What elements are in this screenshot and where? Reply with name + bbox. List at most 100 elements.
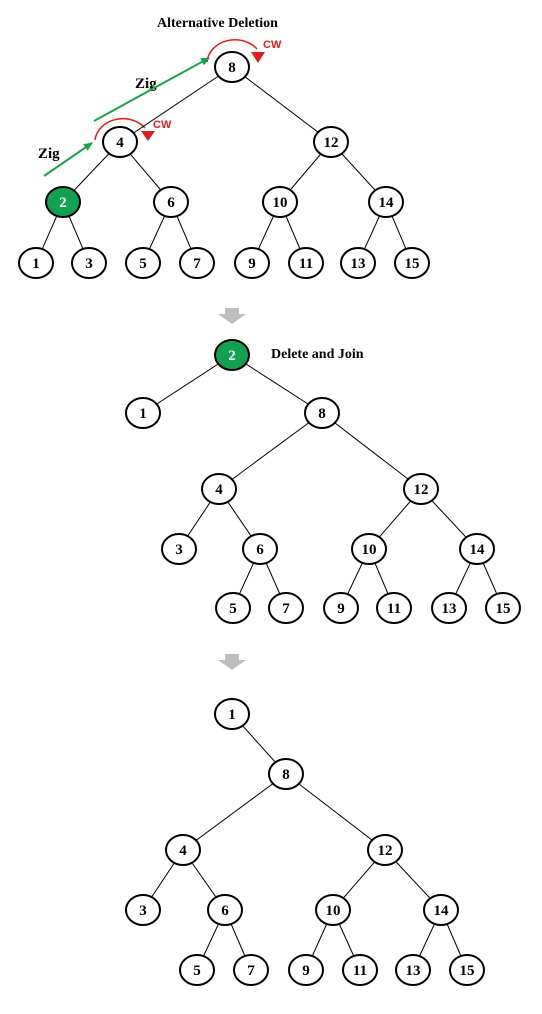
node-label: 12 (378, 843, 393, 859)
tree-node-15: 15 (485, 592, 521, 624)
tree-node-11: 11 (376, 592, 412, 624)
node-circle (102, 126, 138, 158)
node-label: 8 (282, 767, 290, 783)
node-circle (313, 126, 349, 158)
node-circle (376, 592, 412, 624)
tree-node-7: 7 (268, 592, 304, 624)
cw-arrowhead-icon (141, 131, 155, 141)
node-circle (18, 247, 54, 279)
node-label: 13 (406, 963, 421, 979)
node-label: 3 (85, 256, 93, 272)
tree-node-14: 14 (423, 894, 459, 926)
node-circle (315, 894, 351, 926)
node-label: 8 (228, 60, 236, 76)
tree-edge (231, 66, 332, 143)
node-circle (125, 247, 161, 279)
tree-node-8: 8 (214, 51, 250, 83)
tree-edge (142, 354, 233, 414)
tree-node-10: 10 (262, 186, 298, 218)
tree-node-7: 7 (233, 954, 269, 986)
node-circle (342, 954, 378, 986)
node-circle (262, 186, 298, 218)
node-label: 1 (139, 406, 147, 422)
node-circle (125, 397, 161, 429)
node-circle (179, 954, 215, 986)
node-label: 4 (116, 135, 124, 151)
tree-edge (218, 412, 323, 490)
node-circle (165, 834, 201, 866)
tree-node-2: 2 (214, 339, 250, 371)
tree-node-4: 4 (201, 473, 237, 505)
node-label: 14 (434, 903, 450, 919)
node-label: 10 (326, 903, 341, 919)
cw-label-upper: CW (263, 39, 282, 51)
tree-node-6: 6 (153, 186, 189, 218)
tree-node-5: 5 (215, 592, 251, 624)
tree-node-15: 15 (394, 247, 430, 279)
tree-node-1: 1 (125, 397, 161, 429)
rotation-arc-inner (94, 117, 146, 141)
node-label: 1 (32, 256, 40, 272)
tree-node-11: 11 (288, 247, 324, 279)
node-circle (125, 894, 161, 926)
tree-node-3: 3 (161, 533, 197, 565)
tree-node-10: 10 (351, 533, 387, 565)
node-label: 6 (167, 195, 175, 211)
tree-node-9: 9 (288, 954, 324, 986)
down-arrow-icon (218, 308, 246, 324)
tree-node-12: 12 (403, 473, 439, 505)
node-label: 6 (221, 903, 229, 919)
node-label: 11 (353, 963, 367, 979)
tree-node-8: 8 (268, 758, 304, 790)
node-circle (71, 247, 107, 279)
zig-label-lower: Zig (38, 146, 60, 162)
node-circle (45, 186, 81, 218)
tree-node-15: 15 (449, 954, 485, 986)
node-circle (214, 339, 250, 371)
node-circle (340, 247, 376, 279)
tree-node-1: 1 (214, 698, 250, 730)
tree-edge (231, 354, 323, 414)
node-label: 5 (229, 601, 237, 617)
node-label: 14 (470, 542, 486, 558)
tree-node-10: 10 (315, 894, 351, 926)
tree-node-14: 14 (368, 186, 404, 218)
tree-node-12: 12 (367, 834, 403, 866)
zig-arrow-upper (93, 57, 210, 122)
tree-node-13: 13 (340, 247, 376, 279)
node-circle (368, 186, 404, 218)
tree-node-11: 11 (342, 954, 378, 986)
tree-node-5: 5 (125, 247, 161, 279)
delete-and-join-caption: Delete and Join (271, 347, 364, 362)
node-circle (459, 533, 495, 565)
tree-node-7: 7 (179, 247, 215, 279)
node-label: 7 (193, 256, 201, 272)
node-label: 11 (299, 256, 313, 272)
node-circle (207, 894, 243, 926)
node-label: 15 (460, 963, 475, 979)
node-label: 2 (228, 348, 236, 364)
tree-edge (321, 412, 422, 490)
node-circle (367, 834, 403, 866)
node-label: 15 (405, 256, 420, 272)
node-label: 14 (379, 195, 395, 211)
node-circle (153, 186, 189, 218)
node-circle (288, 247, 324, 279)
tree-node-13: 13 (431, 592, 467, 624)
tree-node-4: 4 (165, 834, 201, 866)
tree-node-14: 14 (459, 533, 495, 565)
cw-label-lower: CW (153, 119, 172, 131)
tree-node-2: 2 (45, 186, 81, 218)
node-label: 2 (59, 195, 67, 211)
node-circle (304, 397, 340, 429)
tree-node-6: 6 (242, 533, 278, 565)
node-label: 6 (256, 542, 264, 558)
node-label: 7 (247, 963, 255, 979)
tree-node-9: 9 (323, 592, 359, 624)
zig-label-upper: Zig (135, 76, 157, 92)
tree-node-6: 6 (207, 894, 243, 926)
rotation-arc-root (206, 39, 258, 63)
tree-edge (285, 773, 386, 851)
node-label: 9 (337, 601, 345, 617)
